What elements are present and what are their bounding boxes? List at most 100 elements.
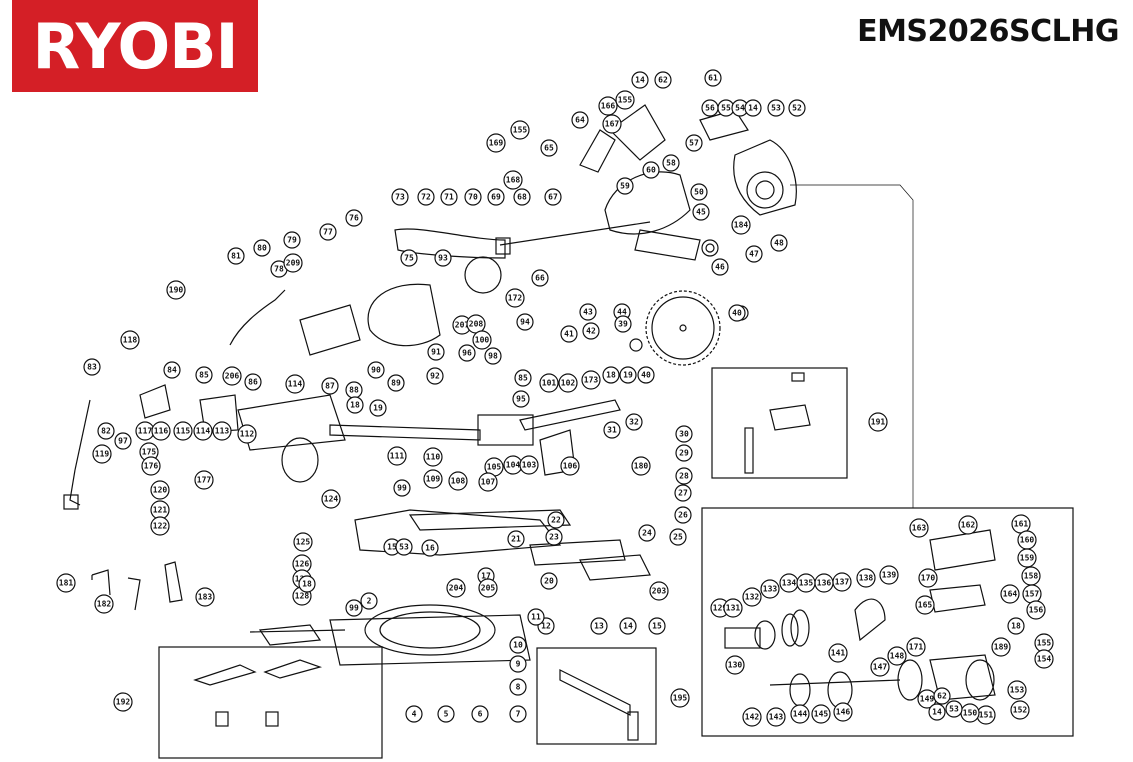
callout-circle bbox=[423, 469, 443, 489]
model-number: EMS2026SCLHG bbox=[857, 14, 1119, 49]
callout-circle bbox=[393, 479, 411, 497]
callout-number: 59 bbox=[620, 182, 630, 191]
callout-18: 18 bbox=[602, 366, 620, 384]
callout-151: 151 bbox=[976, 705, 996, 725]
callout-89: 89 bbox=[387, 374, 405, 392]
callout-circle bbox=[828, 643, 848, 663]
callout-113: 113 bbox=[212, 421, 232, 441]
callout-190: 190 bbox=[166, 280, 186, 300]
callout-circle bbox=[464, 188, 482, 206]
callout-number: 25 bbox=[673, 533, 683, 542]
callout-circle bbox=[767, 99, 785, 117]
callout-circle bbox=[675, 467, 693, 485]
callout-number: 192 bbox=[116, 698, 131, 707]
callout-14: 14 bbox=[631, 71, 649, 89]
callout-number: 203 bbox=[652, 587, 667, 596]
callout-circle bbox=[1034, 649, 1054, 669]
callout-144: 144 bbox=[790, 704, 810, 724]
callout-circle bbox=[811, 704, 831, 724]
callout-number: 147 bbox=[873, 663, 888, 672]
callout-164: 164 bbox=[1000, 584, 1020, 604]
callout-50: 50 bbox=[690, 183, 708, 201]
callout-number: 77 bbox=[323, 228, 333, 237]
callout-82: 82 bbox=[97, 422, 115, 440]
callout-number: 105 bbox=[487, 463, 502, 472]
callout-62: 62 bbox=[933, 687, 951, 705]
callout-number: 145 bbox=[814, 710, 829, 719]
callout-number: 78 bbox=[274, 265, 284, 274]
callout-number: 99 bbox=[397, 484, 407, 493]
callout-circle bbox=[545, 528, 563, 546]
callout-circle bbox=[590, 617, 608, 635]
callout-number: 18 bbox=[606, 371, 616, 380]
callout-22: 22 bbox=[547, 511, 565, 529]
callout-circle bbox=[487, 188, 505, 206]
callout-circle bbox=[856, 568, 876, 588]
callout-circle bbox=[395, 538, 413, 556]
callout-number: 156 bbox=[1029, 606, 1044, 615]
callout-184: 184 bbox=[731, 215, 751, 235]
callout-number: 103 bbox=[522, 461, 537, 470]
callout-103: 103 bbox=[519, 455, 539, 475]
callout-number: 50 bbox=[694, 188, 704, 197]
detail-box-192 bbox=[158, 646, 383, 759]
callout-11: 11 bbox=[527, 608, 545, 626]
callout-number: 27 bbox=[678, 489, 688, 498]
callout-circle bbox=[909, 518, 929, 538]
callout-66: 66 bbox=[531, 269, 549, 287]
callout-number: 6 bbox=[478, 710, 483, 719]
callout-69: 69 bbox=[487, 188, 505, 206]
callout-163: 163 bbox=[909, 518, 929, 538]
callout-number: 56 bbox=[705, 104, 715, 113]
callout-circle bbox=[723, 598, 743, 618]
callout-65: 65 bbox=[540, 139, 558, 157]
callout-161: 161 bbox=[1011, 514, 1031, 534]
callout-circle bbox=[510, 120, 530, 140]
callout-number: 195 bbox=[673, 694, 688, 703]
callout-circle bbox=[547, 511, 565, 529]
callout-number: 24 bbox=[642, 529, 652, 538]
callout-circle bbox=[471, 705, 489, 723]
callout-number: 108 bbox=[451, 477, 466, 486]
callout-number: 79 bbox=[287, 236, 297, 245]
callout-90: 90 bbox=[367, 361, 385, 379]
callout-circle bbox=[345, 209, 363, 227]
callout-circle bbox=[166, 280, 186, 300]
miter-table bbox=[329, 509, 651, 666]
callout-number: 120 bbox=[153, 486, 168, 495]
callout-number: 13 bbox=[594, 622, 604, 631]
rod-19b bbox=[249, 629, 346, 633]
callout-number: 31 bbox=[607, 426, 617, 435]
lower-guard-76 bbox=[367, 283, 441, 347]
callout-circle bbox=[440, 188, 458, 206]
callout-number: 154 bbox=[1037, 655, 1052, 664]
callout-circle bbox=[92, 444, 112, 464]
callout-205: 205 bbox=[478, 578, 498, 598]
callout-70: 70 bbox=[464, 188, 482, 206]
callout-number: 58 bbox=[666, 159, 676, 168]
motor-exploded bbox=[724, 529, 996, 709]
callout-number: 107 bbox=[481, 478, 496, 487]
plate-72 bbox=[464, 256, 502, 294]
callout-number: 46 bbox=[715, 263, 725, 272]
callout-number: 162 bbox=[961, 521, 976, 530]
callout-155: 155 bbox=[1034, 633, 1054, 653]
callout-number: 18 bbox=[1011, 622, 1021, 631]
callout-156: 156 bbox=[1026, 600, 1046, 620]
callout-64: 64 bbox=[571, 111, 589, 129]
callout-number: 99 bbox=[349, 604, 359, 613]
callout-160: 160 bbox=[1017, 530, 1037, 550]
rail-128 bbox=[258, 624, 322, 646]
callout-number: 62 bbox=[658, 76, 668, 85]
saw-blade bbox=[645, 290, 721, 366]
callout-14: 14 bbox=[619, 617, 637, 635]
callout-145: 145 bbox=[811, 704, 831, 724]
callout-circle bbox=[1000, 584, 1020, 604]
callout-173: 173 bbox=[581, 370, 601, 390]
callout-circle bbox=[94, 594, 114, 614]
callout-76: 76 bbox=[345, 209, 363, 227]
callout-141: 141 bbox=[828, 643, 848, 663]
callout-number: 177 bbox=[197, 476, 212, 485]
callout-circle bbox=[915, 595, 935, 615]
